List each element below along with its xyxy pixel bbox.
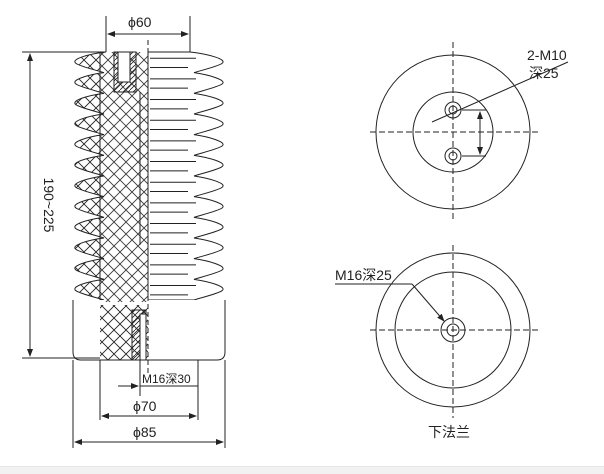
bottom-thread-label: M16深25: [335, 267, 392, 283]
dim-height: 190~225: [41, 178, 57, 233]
dim-base-diameter: ϕ85: [133, 424, 157, 440]
bottom-edge: [0, 466, 604, 474]
dim-top-diameter: ϕ60: [128, 14, 152, 30]
top-depth-label: 深25: [529, 65, 559, 81]
bottom-view-caption: 下法兰: [428, 424, 470, 440]
top-thread-hole: [117, 51, 131, 83]
dim-flange-diameter: ϕ70: [133, 398, 157, 414]
bottom-flange-view: [335, 245, 540, 418]
side-view: [22, 16, 226, 448]
base-body: [72, 300, 226, 361]
right-shed-profile: [147, 51, 224, 301]
dim-bottom-thread: M16深30: [142, 372, 191, 386]
top-flange-view: [370, 42, 569, 222]
bottom-thread-hole: [139, 313, 147, 361]
shed-inner-lines: [150, 57, 196, 296]
top-thread-label: 2-M10: [527, 47, 567, 63]
